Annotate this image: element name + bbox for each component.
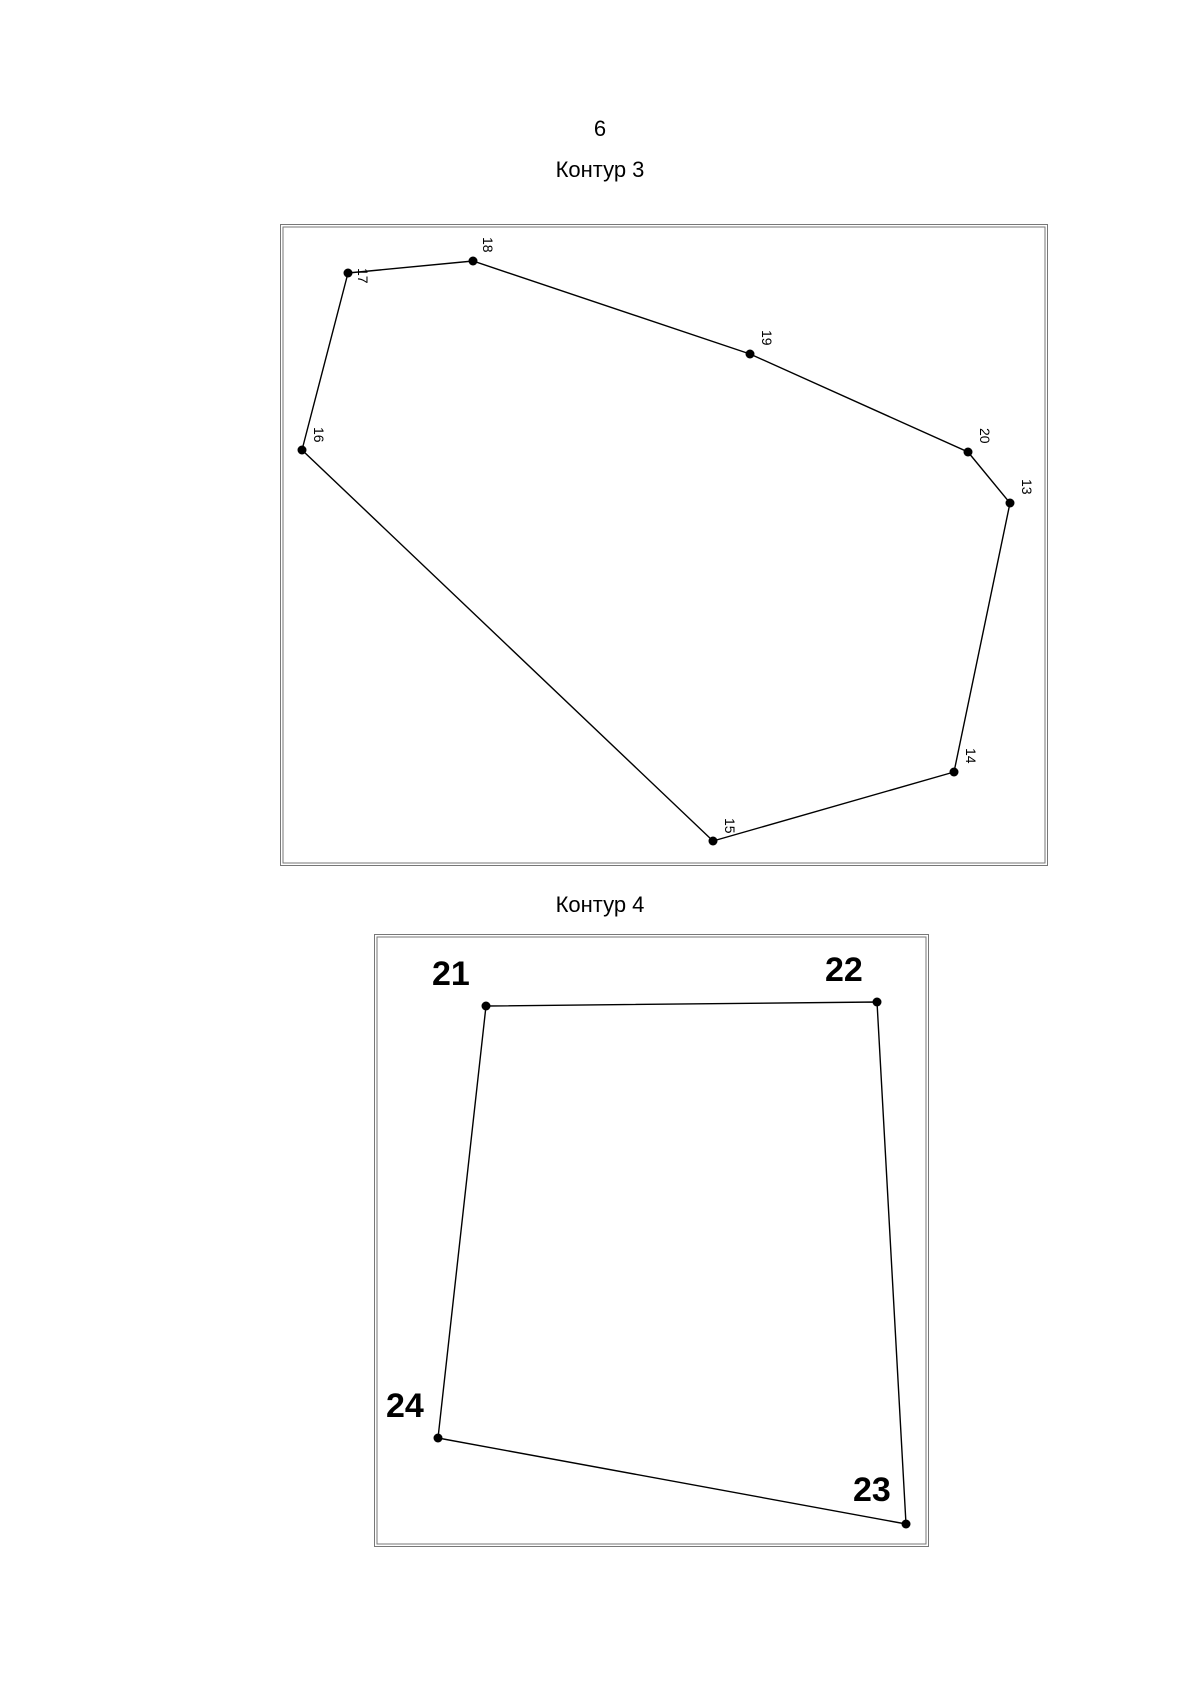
contour-3-vertex-15: 15 [708,818,738,846]
contour-3-title: Контур 3 [555,157,645,182]
svg-text:21: 21 [432,955,470,993]
svg-text:20: 20 [977,428,993,444]
svg-text:17: 17 [355,268,371,284]
contour-3-vertex-17: 17 [343,268,371,284]
contour-4-vertex-22: 22 [825,951,882,1007]
contour-3-vertex-20: 20 [963,428,993,457]
contour-3-boundary [301,260,1011,842]
contour-4-vertex-21: 21 [432,955,491,1011]
contour-3-vertex-13: 13 [1005,479,1035,508]
contour-3-vertex-14: 14 [949,748,979,777]
contour-3-vertex-18: 18 [468,237,496,266]
svg-text:16: 16 [311,427,327,443]
contour-4-diagram: 21 22 23 24 [374,934,929,1547]
contour-4-title: Контур 4 [555,892,645,917]
svg-text:22: 22 [825,951,863,989]
svg-text:14: 14 [963,748,979,764]
contour-4-vertex-24: 24 [386,1387,443,1443]
contour-4-boundary [437,1001,907,1525]
contour-4-vertex-23: 23 [853,1471,911,1529]
svg-text:24: 24 [386,1387,424,1425]
svg-text:19: 19 [759,330,775,346]
contour-3-diagram: 17 18 19 20 13 14 15 16 [280,224,1048,866]
svg-text:15: 15 [722,818,738,834]
contour-3-frame: 17 18 19 20 13 14 15 16 [280,224,1048,871]
contour-3-vertex-16: 16 [297,427,327,455]
contour-3-vertex-19: 19 [745,330,775,359]
contour-4-frame: 21 22 23 24 [374,934,929,1552]
svg-text:13: 13 [1019,479,1035,495]
svg-text:23: 23 [853,1471,891,1509]
svg-text:18: 18 [480,237,496,253]
page-number: 6 [593,116,607,141]
